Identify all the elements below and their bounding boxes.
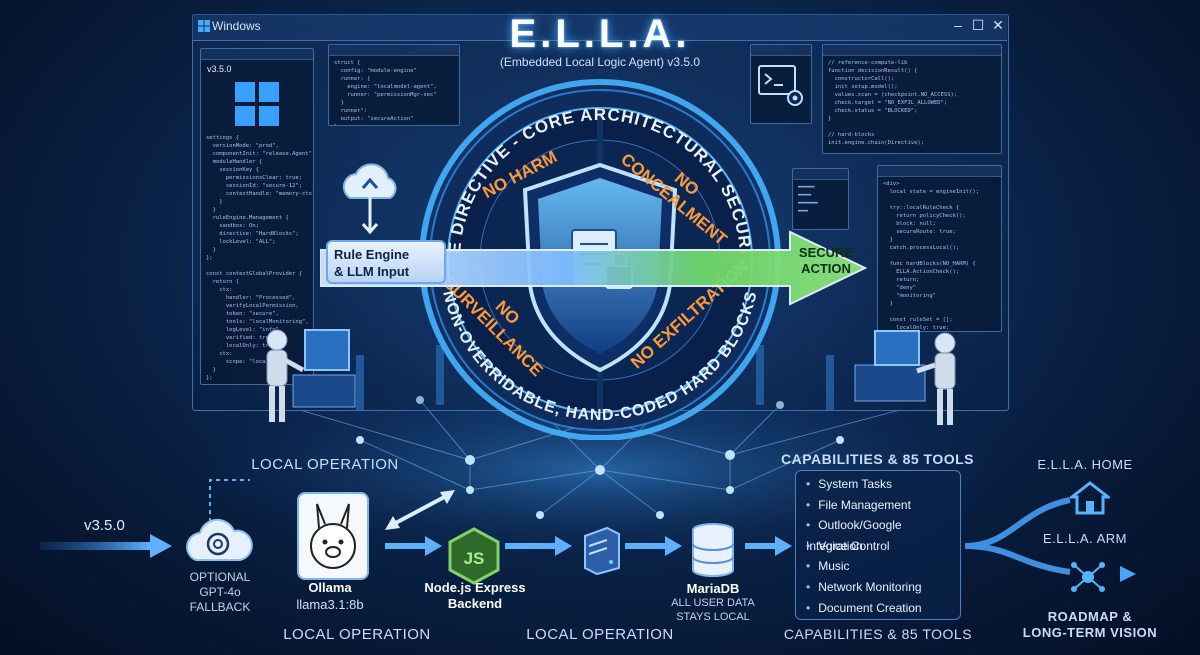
windows-logo-large-icon — [235, 82, 279, 126]
capability-item: Document Creation — [796, 598, 960, 619]
mariadb-note-line2: STAYS LOCAL — [676, 611, 750, 623]
roadmap-home-label: E.L.L.A. HOME — [1037, 457, 1133, 472]
terminal-panel — [750, 44, 812, 124]
left-panel-version: v3.5.0 — [207, 64, 232, 74]
flow-arrow-server-db — [625, 536, 682, 556]
top-right-code-panel: // reference-compute-lib function decisi… — [822, 44, 1002, 154]
robot-right-icon — [854, 330, 956, 425]
maximize-button[interactable]: ☐ — [971, 17, 985, 33]
roadmap-vision-line2: LONG-TERM VISION — [1022, 625, 1158, 640]
secure-action-line2: ACTION — [801, 261, 851, 276]
capabilities-list: System Tasks File Management Outlook/Goo… — [795, 470, 961, 620]
capability-item: Voice Control — [796, 536, 960, 557]
panel-titlebar — [823, 45, 1001, 56]
roadmap-vision-label: ROADMAP & LONG-TERM VISION — [1005, 609, 1175, 641]
capability-item: Network Monitoring — [796, 577, 960, 598]
close-button[interactable]: ✕ — [992, 17, 1004, 33]
network-hub-icon — [1071, 562, 1105, 592]
capability-item: Music — [796, 556, 960, 577]
main-flow-arrow — [320, 230, 868, 306]
local-operation-top-label: LOCAL OPERATION — [251, 456, 399, 473]
flow-arrow-node-server — [505, 536, 572, 556]
ollama-box — [297, 492, 369, 580]
right-code-text: <div> local state = engineInit(); try::l… — [883, 181, 980, 331]
panel-titlebar — [793, 169, 848, 180]
input-version-label: v3.5.0 — [84, 517, 125, 534]
rule-engine-line2: & LLM Input — [334, 264, 410, 279]
capability-item: Outlook/Google Integration — [796, 515, 960, 553]
panel-titlebar — [201, 49, 313, 60]
roadmap-vision-line1: ROADMAP & — [1047, 609, 1133, 624]
node-line1: Node.js Express — [424, 580, 526, 595]
panel-titlebar — [751, 45, 811, 56]
flow-arrow-bidirectional — [385, 490, 455, 530]
ollama-name: Ollama — [308, 580, 352, 595]
left-code-panel: v3.5.0 settings { versionMode: "prod", c… — [200, 48, 314, 385]
panel-titlebar — [329, 45, 459, 56]
ollama-model: llama3.1:8b — [296, 597, 364, 612]
roadmap-branches — [964, 497, 1071, 575]
svg-text:JS: JS — [464, 549, 485, 568]
local-operation-bottom-left-label: LOCAL OPERATION — [283, 626, 431, 643]
top-left-code-panel: struct { config: "module-engine" runner:… — [328, 44, 460, 126]
cloud-sync-icon — [342, 163, 397, 235]
server-icon — [584, 526, 620, 576]
mid-right-panel: ▬▬▬▬▬ ▬▬▬▬ ▬▬▬▬▬▬ ▬▬▬ — [792, 168, 849, 230]
database-icon — [692, 523, 734, 577]
fallback-line1: OPTIONAL — [189, 570, 251, 584]
top-right-code-text: // reference-compute-lib function decisi… — [828, 60, 958, 146]
monitor-left — [304, 329, 350, 371]
gpt-fallback-label: OPTIONAL GPT-4o FALLBACK — [175, 570, 265, 615]
app-title: E.L.L.A. — [509, 12, 691, 56]
window-title-bar — [192, 14, 1007, 41]
bottom-flow-arrows — [40, 479, 1136, 582]
flow-arrow-db-capabilities — [745, 536, 792, 556]
capability-item: System Tasks — [796, 474, 960, 495]
capabilities-title-bottom: CAPABILITIES & 85 TOOLS — [783, 626, 973, 642]
capabilities-title-top: CAPABILITIES & 85 TOOLS — [780, 451, 974, 467]
top-left-code-text: struct { config: "module-engine" runner:… — [334, 60, 437, 125]
node-backend-label: Node.js Express Backend — [410, 580, 540, 612]
mariadb-name: MariaDB — [686, 581, 740, 596]
desk-right — [854, 364, 926, 402]
fallback-line3: FALLBACK — [189, 600, 251, 614]
robot-left-icon — [266, 329, 356, 422]
secure-action-label: SECURE ACTION — [789, 245, 863, 285]
roadmap-arm-label: E.L.L.A. ARM — [1042, 531, 1128, 546]
capability-item: File Management — [796, 495, 960, 516]
fallback-line2: GPT-4o — [199, 585, 241, 599]
panel-titlebar — [878, 166, 1001, 177]
rule-engine-box: Rule Engine & LLM Input — [326, 240, 446, 284]
local-operation-bottom-mid-label: LOCAL OPERATION — [526, 626, 674, 643]
app-subtitle: (Embedded Local Logic Agent) v3.5.0 — [499, 55, 701, 69]
terminal-gear-icon — [758, 65, 803, 106]
window-title: Windows — [212, 19, 261, 33]
right-code-panel: <div> local state = engineInit(); try::l… — [877, 165, 1002, 332]
rule-engine-line1: Rule Engine — [334, 247, 410, 262]
windows-logo-icon — [198, 20, 210, 32]
mariadb-note: ALL USER DATA STAYS LOCAL — [655, 596, 771, 624]
secure-action-line1: SECURE — [798, 245, 854, 260]
node-line2: Backend — [447, 596, 503, 611]
openai-cloud-icon — [186, 518, 253, 561]
mariadb-note-line1: ALL USER DATA — [671, 597, 755, 609]
flow-arrow-input — [40, 534, 172, 558]
home-icon — [1070, 481, 1110, 515]
flow-arrow-ollama-node — [385, 536, 442, 556]
nodejs-icon: JS — [448, 527, 500, 585]
minimize-button[interactable]: – — [954, 17, 962, 33]
llama-icon — [310, 503, 356, 569]
